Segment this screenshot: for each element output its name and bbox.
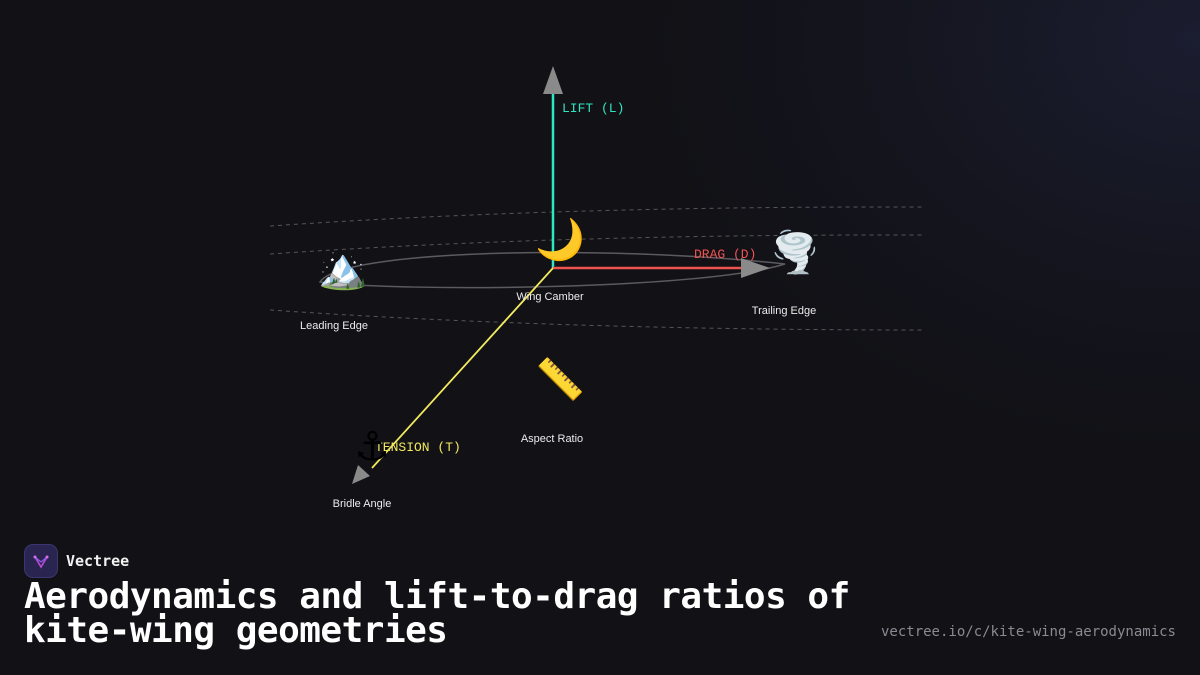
tornado-icon: 🌪️ bbox=[770, 230, 820, 276]
brand: Vectree bbox=[24, 544, 129, 578]
crescent-moon-icon: 🌙 bbox=[535, 217, 585, 263]
drag-label: DRAG (D) bbox=[694, 247, 757, 262]
drag-arrowhead bbox=[741, 258, 770, 278]
leading-edge-label: Leading Edge bbox=[300, 320, 368, 332]
wing-profile-outline bbox=[318, 251, 786, 289]
tension-arrowhead bbox=[352, 465, 370, 484]
brand-name: Vectree bbox=[66, 552, 130, 570]
tension-vector bbox=[371, 267, 554, 469]
ruler-icon: 📏 bbox=[535, 357, 585, 403]
mountain-icon: 🏔️ bbox=[318, 246, 368, 292]
airflow-streamline bbox=[269, 309, 926, 331]
anchor-icon: ⚓ bbox=[354, 424, 390, 470]
trailing-edge-label: Trailing Edge bbox=[751, 305, 817, 317]
tension-label: TENSION (T) bbox=[375, 440, 461, 455]
source-url: vectree.io/c/kite-wing-aerodynamics bbox=[880, 624, 1176, 640]
aspect-ratio-label: Aspect Ratio bbox=[520, 433, 584, 445]
airflow-streamline bbox=[269, 206, 926, 227]
wing-camber-label: Wing Camber bbox=[516, 291, 584, 303]
vectree-logo-icon bbox=[24, 544, 58, 578]
airflow-streamline bbox=[269, 234, 926, 255]
lift-label: LIFT (L) bbox=[562, 101, 625, 116]
bridle-angle-label: Bridle Angle bbox=[332, 498, 392, 510]
page-title: Aerodynamics and lift-to-drag ratios of … bbox=[24, 576, 850, 651]
lift-arrowhead bbox=[543, 66, 563, 94]
